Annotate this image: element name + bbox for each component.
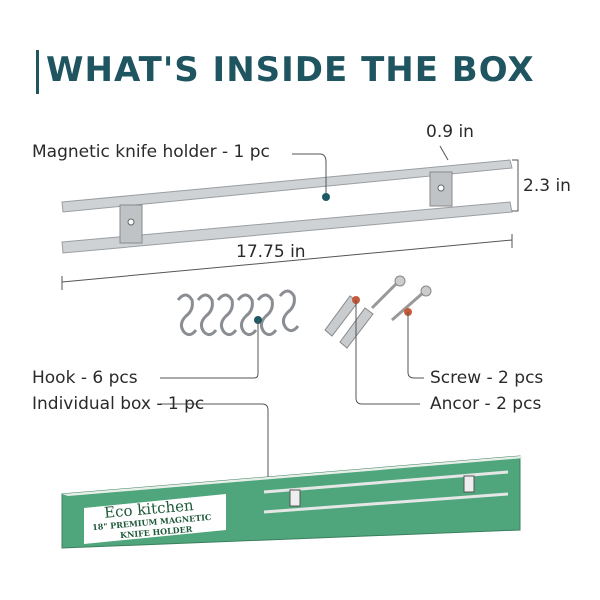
- hook-label: Hook - 6 pcs: [32, 368, 138, 388]
- anchors-and-screws: [324, 275, 432, 349]
- depth-dimension: 0.9 in: [426, 122, 474, 142]
- screw-label: Screw - 2 pcs: [430, 368, 544, 388]
- title-accent-bar: [36, 50, 39, 94]
- height-dimension: 2.3 in: [523, 176, 571, 196]
- knife-holder-marker: [322, 193, 330, 201]
- hooks: [176, 289, 300, 337]
- page-title: WHAT'S INSIDE THE BOX: [46, 50, 535, 90]
- box-label: Individual box - 1 pc: [32, 394, 205, 414]
- knife-holder-label: Magnetic knife holder - 1 pc: [32, 142, 270, 162]
- length-dimension: 17.75 in: [236, 242, 306, 262]
- package-box: [61, 455, 524, 549]
- anchor-label: Ancor - 2 pcs: [430, 394, 542, 414]
- magnetic-knife-holder: [61, 159, 513, 254]
